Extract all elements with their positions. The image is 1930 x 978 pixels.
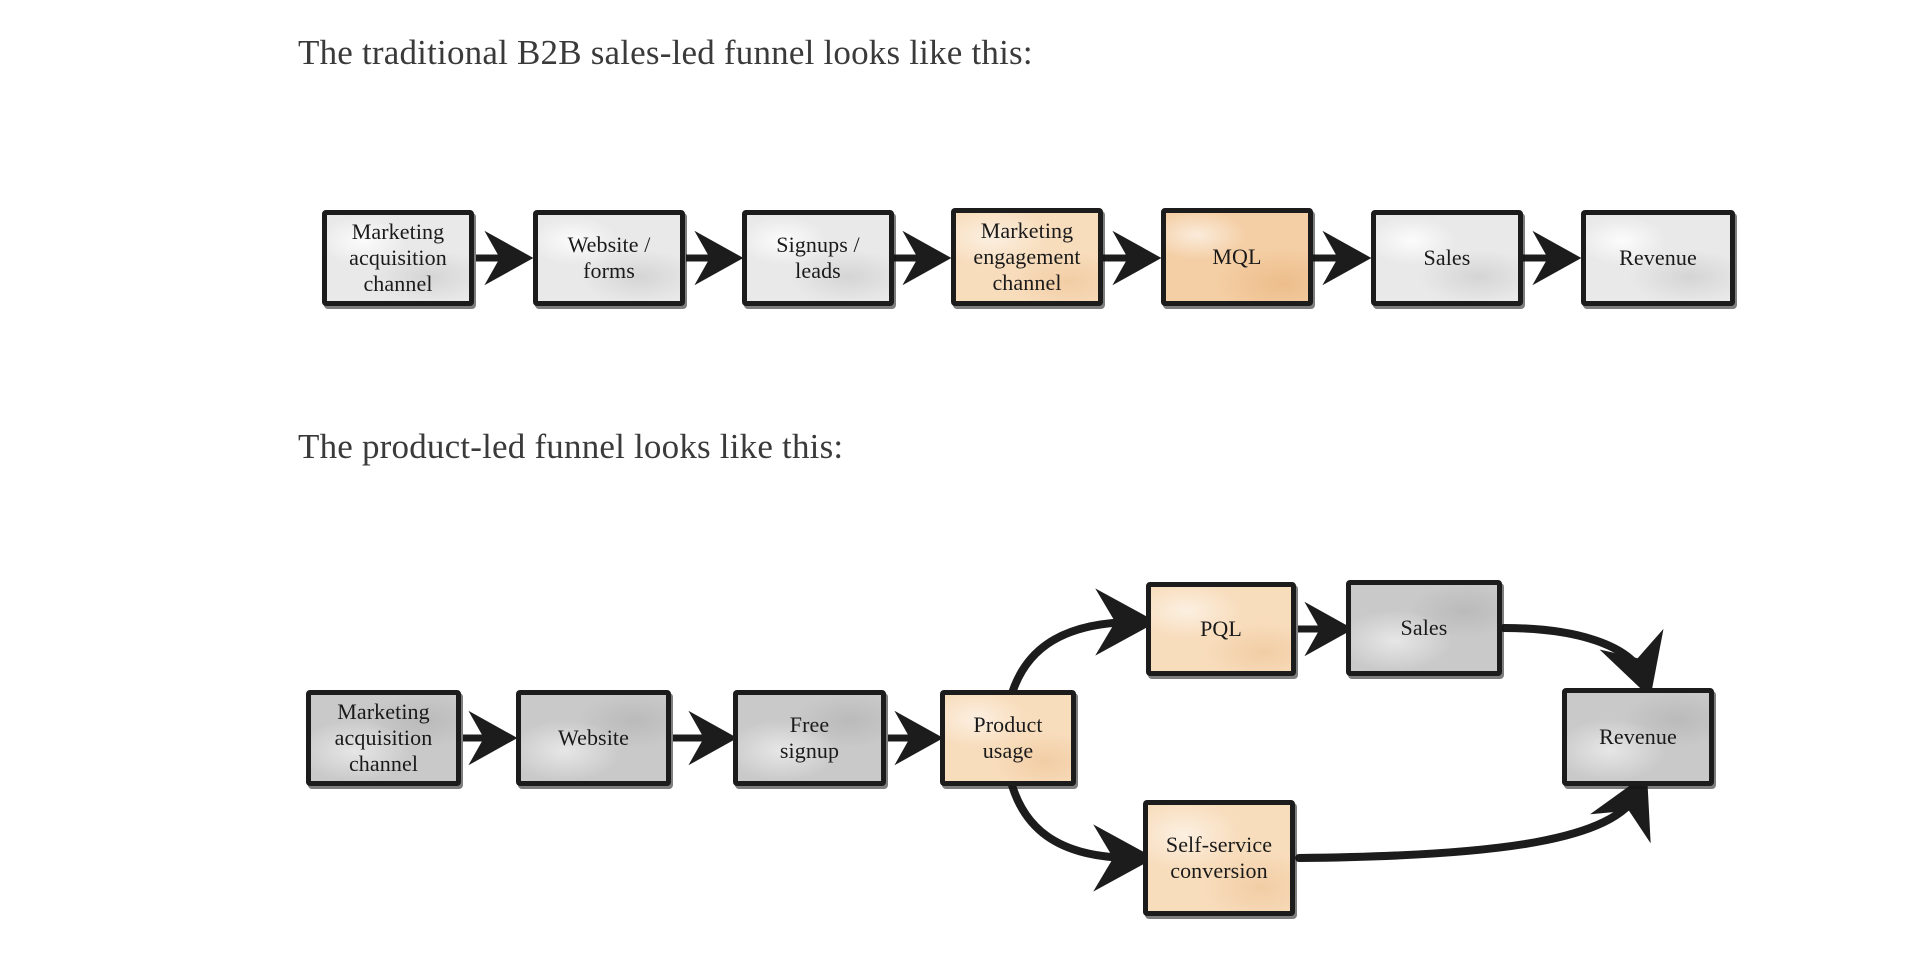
node-pl-website[interactable]: Website [516, 690, 671, 786]
arrow-p7-p8-curve [1295, 773, 1651, 862]
arrow-p4-p7-curve [1006, 774, 1155, 892]
node-pl-self-service-conversion[interactable]: Self-service conversion [1143, 800, 1295, 916]
node-traditional-revenue[interactable]: Revenue [1581, 210, 1735, 306]
node-pl-marketing-acquisition-channel[interactable]: Marketing acquisition channel [306, 690, 461, 786]
node-label: Product usage [973, 712, 1043, 763]
node-pl-pql[interactable]: PQL [1146, 582, 1296, 676]
node-label: Website / forms [567, 232, 651, 283]
node-label: Revenue [1599, 724, 1677, 750]
node-pl-free-signup[interactable]: Free signup [733, 690, 886, 786]
node-label: Signups / leads [776, 232, 860, 283]
node-label: Marketing acquisition channel [349, 219, 447, 296]
node-label: Website [557, 725, 630, 751]
node-label: Self-service conversion [1165, 832, 1273, 883]
node-traditional-signups-leads[interactable]: Signups / leads [742, 210, 894, 306]
node-label: PQL [1200, 616, 1242, 642]
node-label: Revenue [1619, 245, 1697, 271]
node-pl-sales[interactable]: Sales [1346, 580, 1502, 676]
row2-curved-connectors [1006, 588, 1664, 892]
node-label: Sales [1400, 615, 1448, 641]
heading-product-led-funnel: The product-led funnel looks like this: [298, 427, 844, 466]
node-label: Marketing acquisition channel [334, 699, 433, 776]
node-pl-revenue[interactable]: Revenue [1562, 688, 1714, 786]
node-label: Sales [1423, 245, 1471, 271]
node-traditional-website-forms[interactable]: Website / forms [533, 210, 685, 306]
node-label: Marketing engagement channel [973, 218, 1081, 295]
heading-traditional-funnel: The traditional B2B sales-led funnel loo… [298, 33, 1033, 72]
node-label: MQL [1212, 244, 1262, 270]
node-traditional-marketing-engagement-channel[interactable]: Marketing engagement channel [951, 208, 1103, 306]
node-pl-product-usage[interactable]: Product usage [940, 690, 1076, 786]
arrow-p6-p8-curve [1500, 624, 1664, 698]
arrow-p4-p5-curve [1006, 588, 1157, 704]
node-traditional-mql[interactable]: MQL [1161, 208, 1313, 306]
node-traditional-sales[interactable]: Sales [1371, 210, 1523, 306]
node-traditional-marketing-acquisition-channel[interactable]: Marketing acquisition channel [322, 210, 474, 306]
node-label: Free signup [779, 712, 840, 763]
